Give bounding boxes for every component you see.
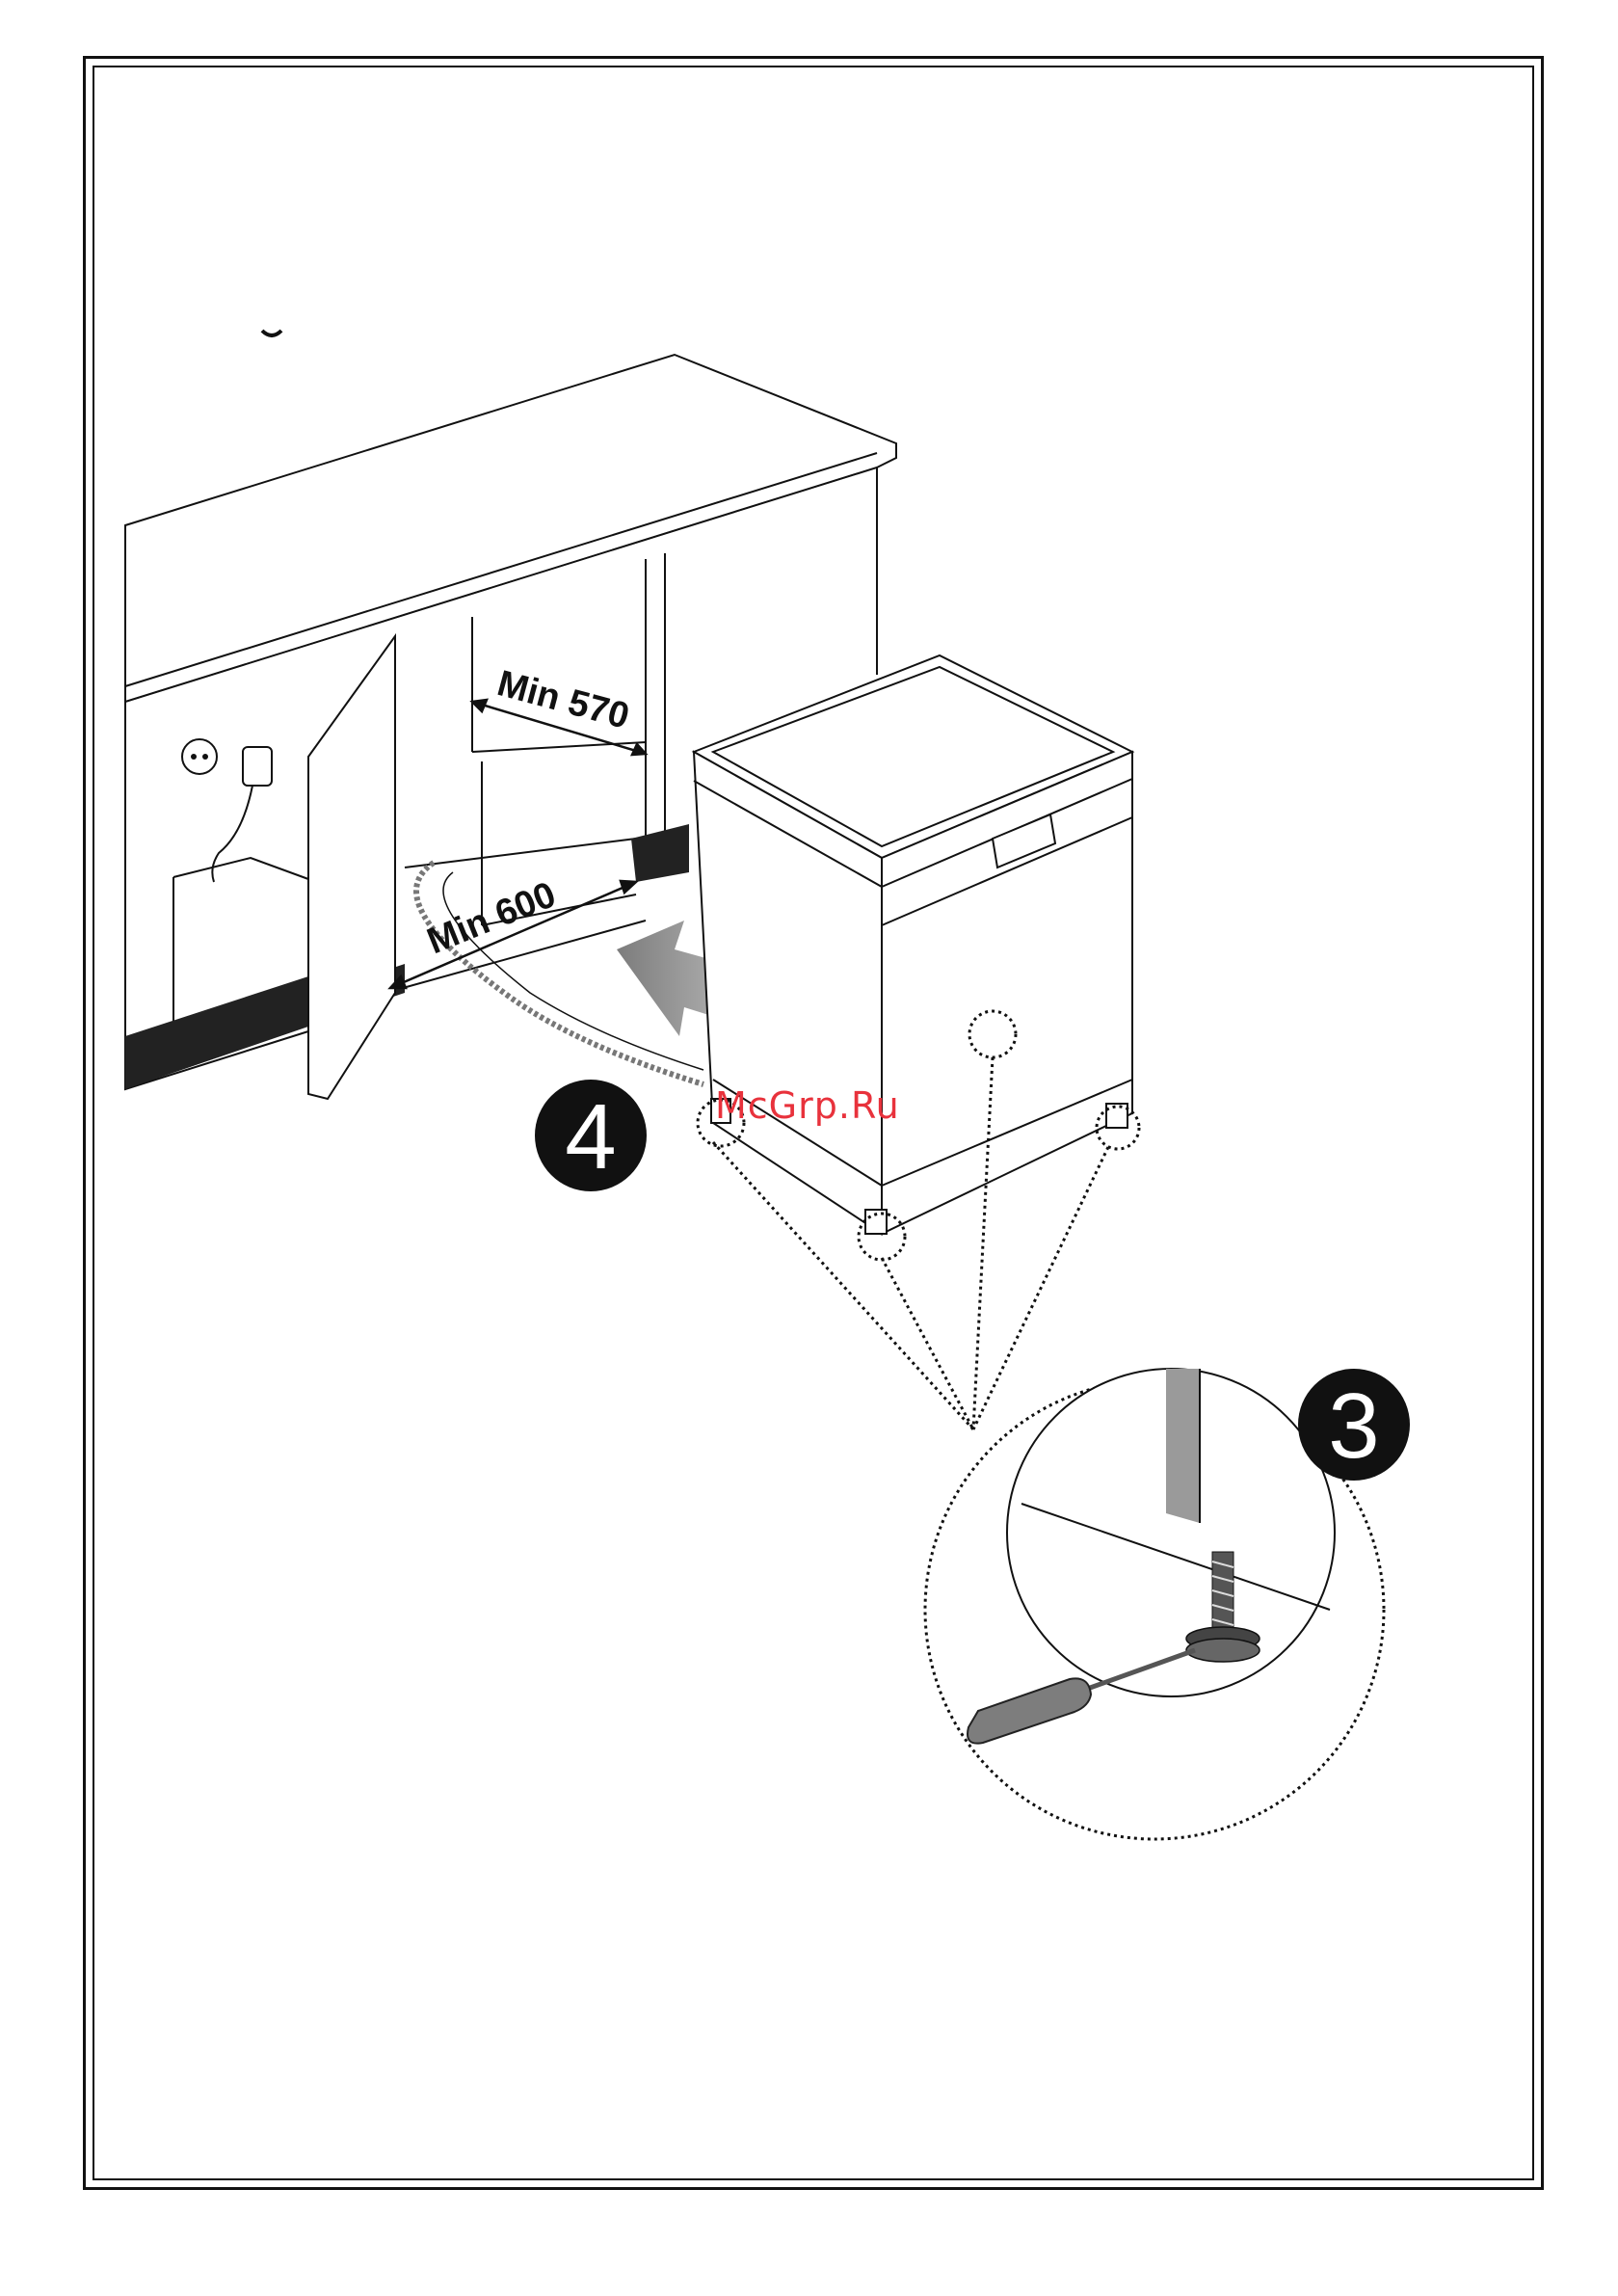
dimension-lines	[390, 700, 646, 988]
min-height-label: Min 570	[493, 663, 634, 737]
dishwasher	[694, 655, 1132, 1234]
step-3-number: 3	[1328, 1375, 1379, 1478]
watermark: McGrp.Ru	[715, 1084, 900, 1127]
foot-adjust-detail	[968, 1369, 1335, 1744]
step-4-badge: 4	[535, 1080, 647, 1191]
corner-mark	[262, 331, 281, 335]
step-3-badge: 3	[1298, 1369, 1410, 1481]
screwdriver-handle	[968, 1678, 1091, 1743]
step-4-number: 4	[565, 1085, 616, 1188]
cabinet-door	[308, 636, 395, 1099]
plinth-recess-back	[631, 824, 689, 882]
